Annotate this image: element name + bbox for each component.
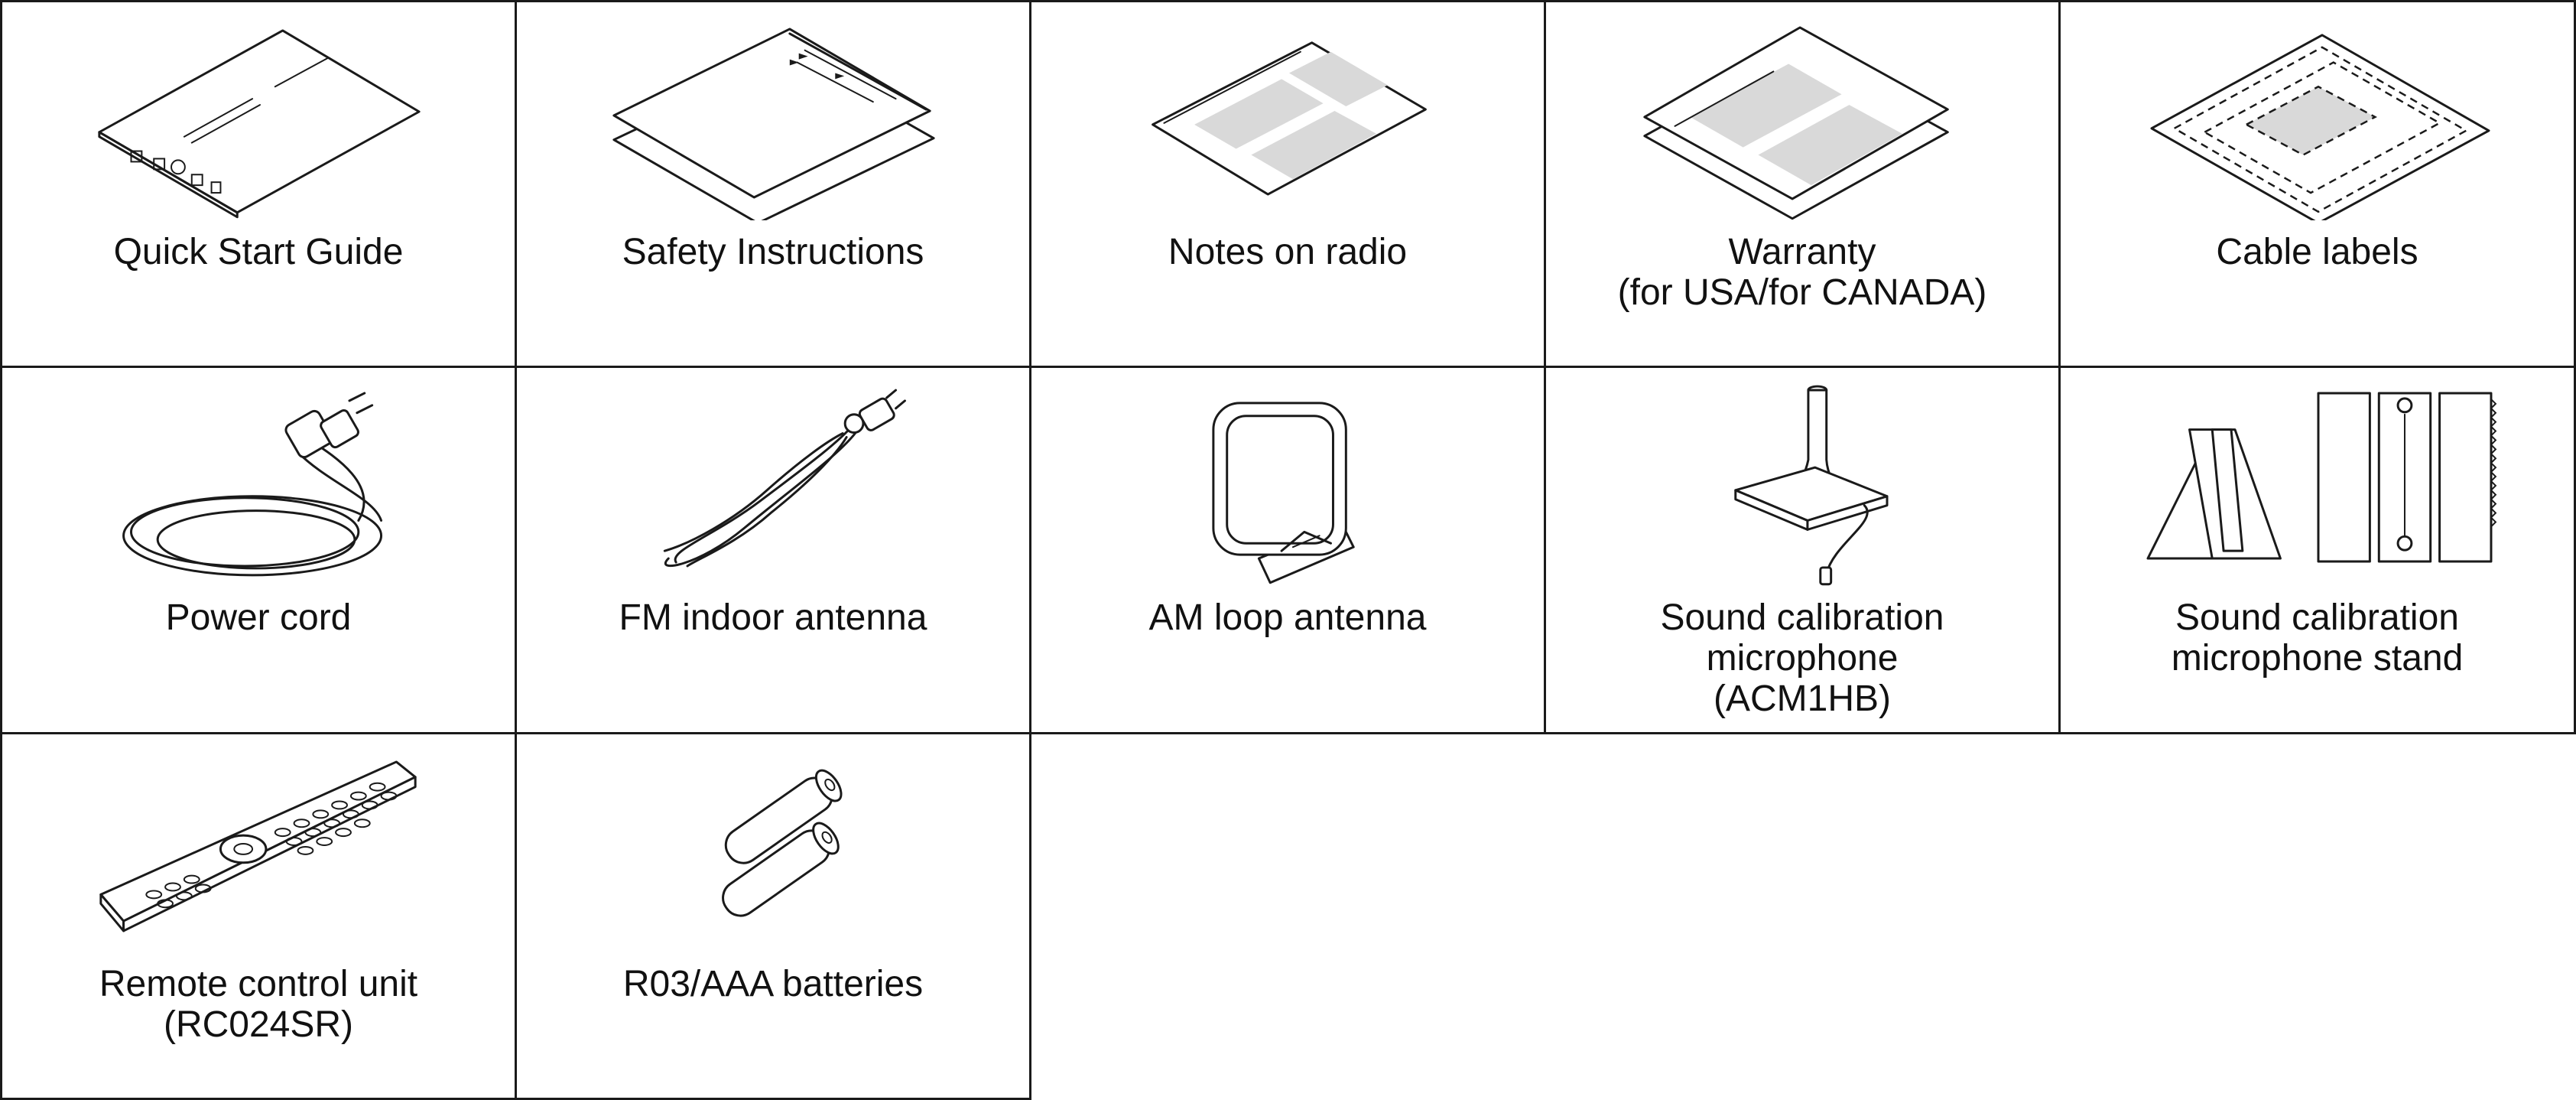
accessory-cell-notes-on-radio: Notes on radio <box>1029 0 1546 368</box>
accessory-cell-am-loop-antenna: AM loop antenna <box>1029 366 1546 734</box>
am-loop-antenna-icon <box>1212 402 1355 584</box>
cable-labels-icon <box>2150 34 2490 220</box>
accessory-label: Power cord <box>165 597 352 638</box>
accessory-label: Notes on radio <box>1168 232 1408 272</box>
accessory-label: Warranty (for USA/for CANADA) <box>1617 232 1987 313</box>
accessory-label: Cable labels <box>2216 232 2418 272</box>
microphone-stand-icon <box>2146 392 2497 563</box>
notes-on-radio-icon <box>1152 41 1427 196</box>
warranty-icon <box>1643 26 1949 220</box>
accessory-cell-remote-control: Remote control unit (RC024SR) <box>0 732 517 1100</box>
accessory-label: AM loop antenna <box>1148 597 1427 638</box>
accessory-cell-sound-calibration-microphone: Sound calibration microphone (ACM1HB) <box>1544 366 2061 734</box>
accessory-label: Sound calibration microphone stand <box>2171 597 2464 679</box>
accessory-cell-power-cord: Power cord <box>0 366 517 734</box>
fm-indoor-antenna-icon <box>663 389 906 568</box>
accessory-cell-batteries: R03/AAA batteries <box>515 732 1031 1100</box>
accessory-cell-safety-instructions: Safety Instructions <box>515 0 1031 368</box>
accessory-label: Safety Instructions <box>622 232 924 272</box>
accessory-label: FM indoor antenna <box>619 597 927 638</box>
accessory-label: Quick Start Guide <box>113 232 404 272</box>
accessory-label: Remote control unit (RC024SR) <box>99 964 418 1045</box>
accessory-cell-cable-labels: Cable labels <box>2058 0 2576 368</box>
sound-calibration-microphone-icon <box>1734 385 1889 586</box>
accessory-cell-warranty: Warranty (for USA/for CANADA) <box>1544 0 2061 368</box>
safety-instructions-icon <box>612 28 935 220</box>
accessory-cell-fm-indoor-antenna: FM indoor antenna <box>515 366 1031 734</box>
accessory-cell-microphone-stand: Sound calibration microphone stand <box>2058 366 2576 734</box>
accessory-label: Sound calibration microphone (ACM1HB) <box>1660 597 1944 719</box>
remote-control-icon <box>99 760 417 932</box>
accessory-label: R03/AAA batteries <box>622 964 924 1004</box>
power-cord-icon <box>122 392 383 577</box>
batteries-icon <box>722 769 843 917</box>
accessory-cell-quick-start-guide: Quick Start Guide <box>0 0 517 368</box>
quick-start-guide-icon <box>98 29 421 219</box>
